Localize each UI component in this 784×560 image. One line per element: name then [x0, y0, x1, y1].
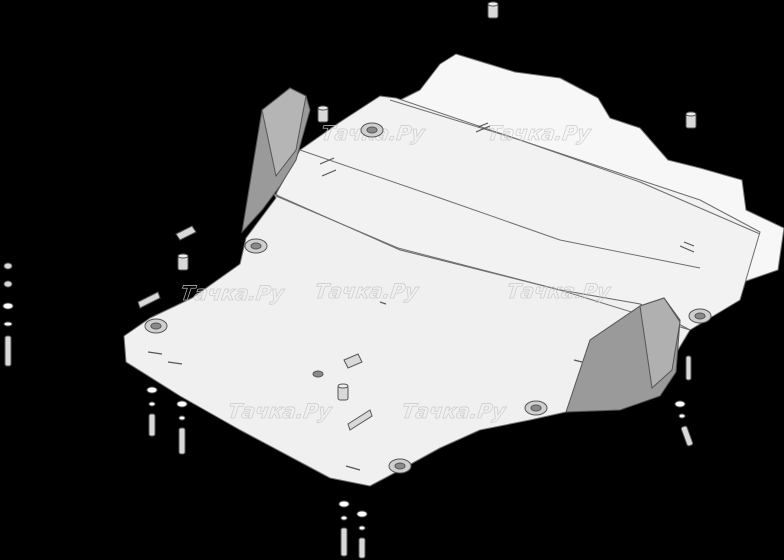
bolt-stack-bottom-b — [356, 510, 368, 559]
fold-line-3 — [299, 149, 701, 269]
bolt-stack-lower-left-b — [176, 400, 188, 455]
skid-plate — [123, 53, 784, 487]
watermark-4: Тачка.Ру — [313, 279, 420, 303]
mounting-points — [144, 122, 712, 474]
slot — [147, 351, 163, 355]
mount-hole — [244, 238, 268, 254]
slot — [345, 465, 361, 471]
bolt-stack-lower-left-a — [146, 386, 158, 437]
slot — [475, 122, 491, 133]
right-bracket-inner — [639, 297, 681, 389]
slot — [321, 169, 337, 177]
spacer-right — [685, 111, 697, 129]
bolt-stack-bottom-a — [338, 500, 350, 557]
watermark-5: Тачка.Ру — [505, 279, 612, 303]
mount-hole — [312, 370, 324, 378]
watermark-6: Тачка.Ру — [227, 399, 334, 423]
spacer-mid — [177, 253, 189, 271]
spacer-left — [317, 105, 329, 123]
mount-hole — [144, 318, 168, 334]
watermarks: Тачка.Ру Тачка.Ру Тачка.Ру Тачка.Ру Тачк… — [179, 121, 613, 424]
slot — [679, 241, 695, 253]
clip-left — [137, 291, 161, 309]
side-brackets — [241, 87, 681, 413]
clip-left-upper — [175, 225, 197, 241]
mount-hole — [360, 122, 384, 138]
mount-hole — [524, 400, 548, 416]
plate-front-section — [123, 193, 691, 487]
watermark-2: Тачка.Ру — [486, 121, 593, 145]
center-clip — [343, 353, 363, 369]
watermark-7: Тачка.Ру — [401, 399, 508, 423]
spacer-center — [337, 383, 349, 401]
hardware — [2, 1, 697, 559]
slot — [379, 301, 387, 305]
slot — [573, 359, 583, 363]
left-bracket-inner — [261, 87, 307, 178]
mount-hole — [388, 458, 412, 474]
slots — [147, 122, 695, 471]
clip-center — [347, 409, 373, 431]
fold-line-2 — [389, 99, 761, 235]
bolt-stack-left — [2, 262, 14, 367]
bolt-stack-right — [674, 355, 694, 447]
fold-line-1 — [275, 195, 691, 331]
watermark-3: Тачка.Ру — [179, 281, 286, 305]
spacer-top — [487, 1, 499, 19]
mount-hole — [688, 308, 712, 324]
slot — [319, 157, 335, 165]
slot — [167, 361, 183, 365]
